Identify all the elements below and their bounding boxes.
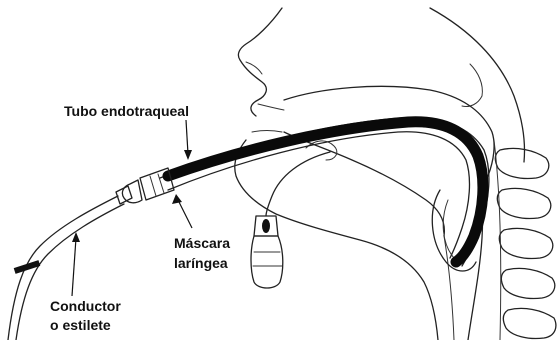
vertebra-1 <box>495 148 549 178</box>
pilot-balloon <box>251 236 283 288</box>
vertebra-3 <box>499 228 553 258</box>
vertebra-4 <box>501 268 555 298</box>
connector-collar <box>122 180 142 203</box>
ear-line <box>462 64 482 107</box>
tube-leader-arrow <box>184 150 192 160</box>
vertebra-2 <box>497 188 551 218</box>
pilot-valve-window <box>262 219 270 233</box>
label-stylet-line2: o estilete <box>50 317 111 333</box>
stylet-leader <box>72 238 76 296</box>
stylet-marker <box>14 260 41 274</box>
cervical-vertebrae <box>494 140 556 340</box>
mask-leader-arrow <box>172 194 182 204</box>
upper-lip-line <box>258 104 284 110</box>
vertebra-5 <box>503 308 556 338</box>
tube-leader <box>186 120 188 154</box>
tongue-line <box>284 132 444 236</box>
nostril-line <box>246 62 262 74</box>
pilot-line <box>266 152 330 216</box>
label-mask-line2: laríngea <box>174 255 228 271</box>
connector-ring-1 <box>150 176 156 196</box>
chin-neck-line <box>235 140 438 340</box>
connector-tip <box>116 186 132 204</box>
label-mask-line1: Máscara <box>174 235 230 251</box>
connector-body <box>140 168 174 200</box>
label-tube: Tubo endotraqueal <box>64 103 189 119</box>
face-profile-line <box>238 8 282 116</box>
label-stylet-line1: Conductor <box>50 298 121 314</box>
lower-lip-line <box>252 131 282 133</box>
mask-leader <box>178 200 192 228</box>
